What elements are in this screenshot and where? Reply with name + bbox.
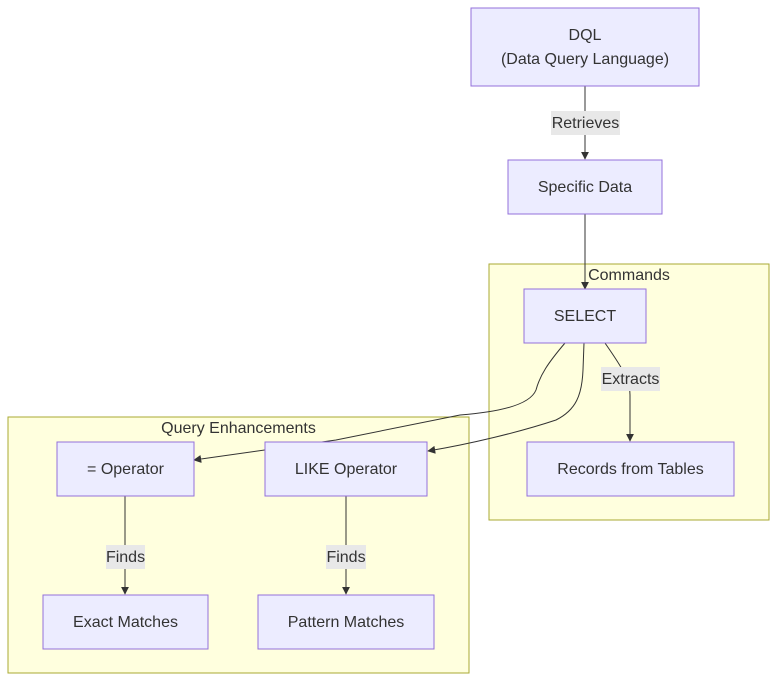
edge-label-extracts: Extracts — [601, 367, 660, 391]
edge-select-to-eq-operator — [193, 342, 566, 463]
node-pattern-matches-label: Pattern Matches — [288, 614, 405, 631]
node-records-label: Records from Tables — [557, 461, 703, 478]
cluster-query-enhancements-title: Query Enhancements — [161, 420, 316, 437]
node-eq-operator-label: = Operator — [87, 461, 165, 478]
node-like-operator: LIKE Operator — [264, 441, 428, 497]
node-exact-matches-label: Exact Matches — [73, 614, 178, 631]
node-specific-data-label: Specific Data — [538, 179, 632, 196]
node-pattern-matches: Pattern Matches — [257, 594, 435, 650]
node-dql-subtitle: (Data Query Language) — [501, 51, 669, 68]
edge-label-retrieves-text: Retrieves — [552, 115, 620, 132]
edge-label-retrieves: Retrieves — [551, 111, 620, 135]
node-exact-matches: Exact Matches — [42, 594, 209, 650]
edge-label-finds-exact: Finds — [106, 545, 145, 569]
node-select: SELECT — [523, 288, 647, 344]
node-like-operator-label: LIKE Operator — [295, 461, 398, 478]
node-eq-operator: = Operator — [56, 441, 195, 497]
node-dql-title: DQL — [569, 27, 602, 44]
edge-select-to-like-operator — [427, 342, 585, 454]
edge-label-finds-pattern-text: Finds — [326, 549, 365, 566]
edge-label-finds-exact-text: Finds — [106, 549, 145, 566]
node-records-from-tables: Records from Tables — [526, 441, 735, 497]
edge-label-extracts-text: Extracts — [602, 371, 660, 388]
cluster-commands-title: Commands — [588, 267, 670, 284]
node-dql: DQL (Data Query Language) — [470, 7, 700, 87]
node-specific-data: Specific Data — [507, 159, 663, 215]
node-select-label: SELECT — [554, 308, 616, 325]
edge-label-finds-pattern: Finds — [326, 545, 366, 569]
